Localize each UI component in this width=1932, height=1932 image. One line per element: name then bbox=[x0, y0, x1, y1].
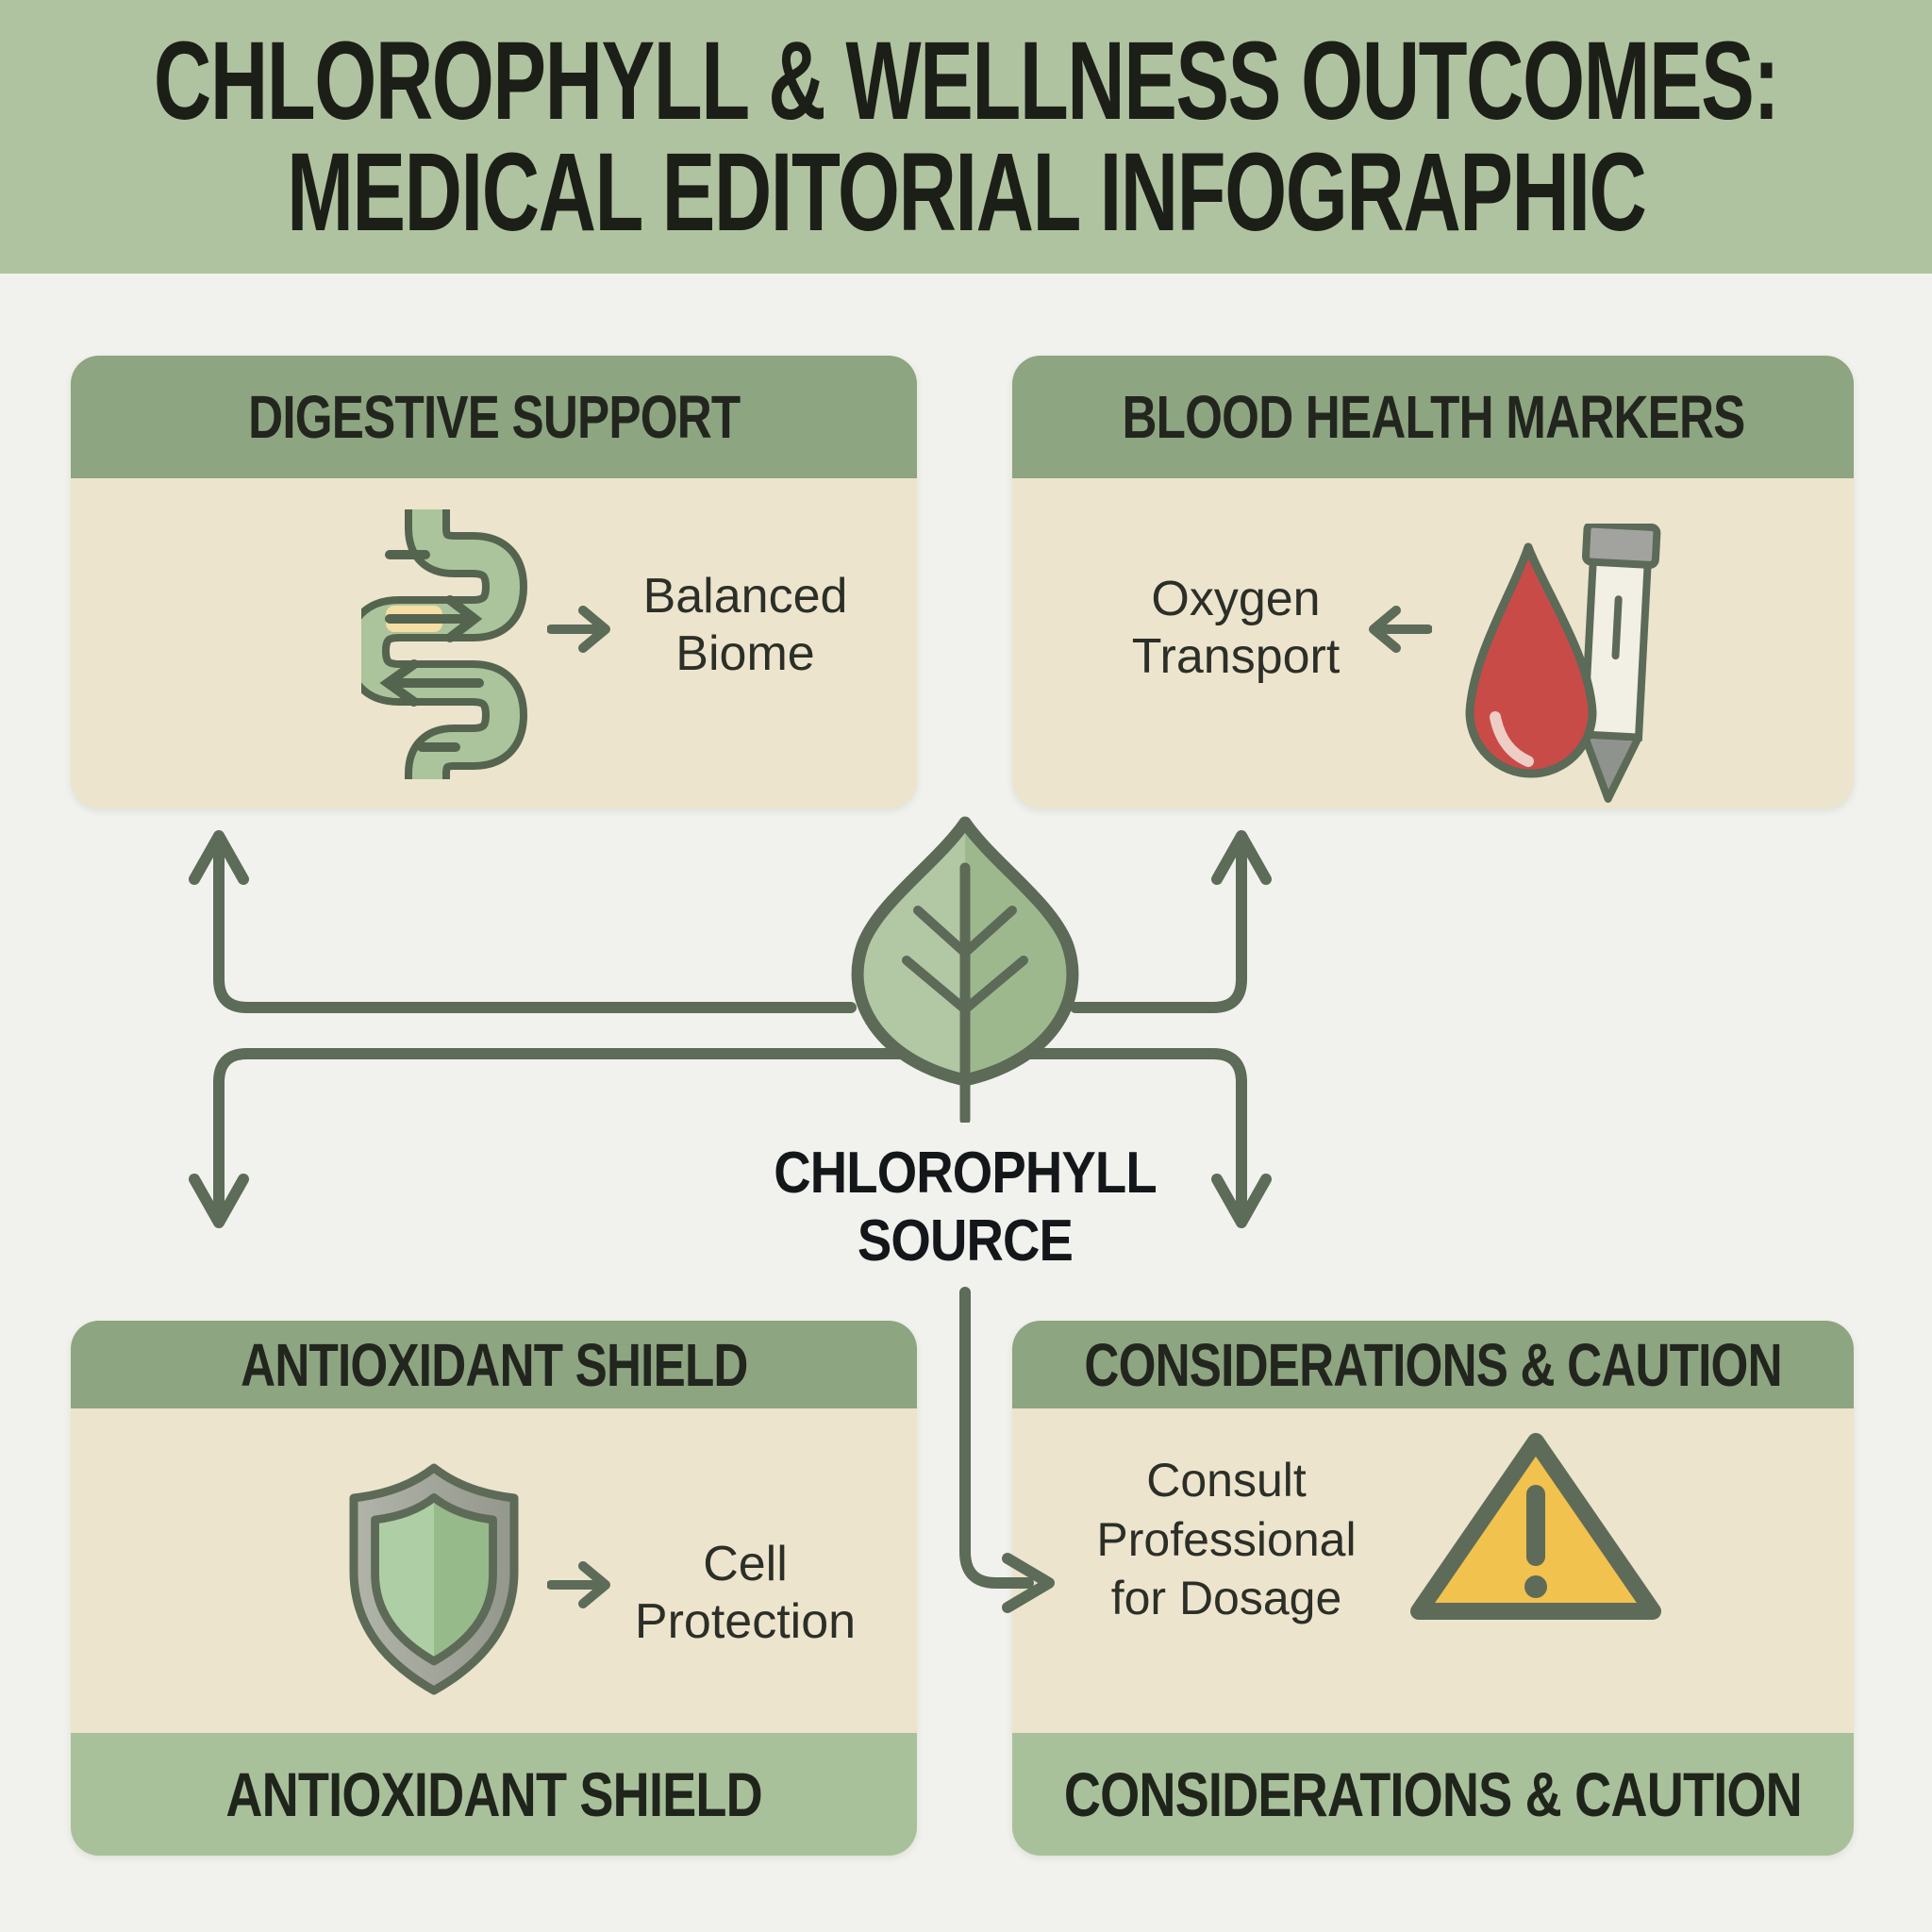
card-considerations-caution: CONSIDERATIONS & CAUTION Consult Profess… bbox=[1012, 1321, 1854, 1856]
card-header-label: CONSIDERATIONS & CAUTION bbox=[1084, 1330, 1782, 1399]
page-title-line1: CHLOROPHYLL & WELLNESS OUTCOMES: bbox=[153, 19, 1780, 143]
card-footer-label: CONSIDERATIONS & CAUTION bbox=[1063, 1759, 1803, 1829]
title-banner: CHLOROPHYLL & WELLNESS OUTCOMES: MEDICAL… bbox=[0, 0, 1932, 274]
outcome-label-caution: Consult Professional for Dosage bbox=[1096, 1454, 1357, 1624]
outcome-label-digestive: Balanced Biome bbox=[642, 569, 848, 682]
right-arrow-icon bbox=[547, 606, 610, 653]
up-arrowhead-icon bbox=[1211, 830, 1272, 885]
card-blood-health-markers: BLOOD HEALTH MARKERS Oxygen Transport bbox=[1012, 356, 1854, 808]
blood-drop-icon bbox=[1465, 542, 1597, 778]
blood-drop-test-tube-icon bbox=[1465, 524, 1661, 803]
card-digestive-support: DIGESTIVE SUPPORT Balanced Biome bbox=[71, 356, 917, 808]
card-header-label: BLOOD HEALTH MARKERS bbox=[1122, 383, 1745, 451]
leaf-icon bbox=[851, 816, 1079, 1125]
warning-triangle-icon bbox=[1410, 1433, 1661, 1620]
outcome-label-blood: Oxygen Transport bbox=[1131, 572, 1341, 685]
outcome-label-antioxidant: Cell Protection bbox=[634, 1537, 857, 1650]
down-arrowhead-icon bbox=[189, 1174, 249, 1228]
chlorophyll-source-node bbox=[824, 811, 1107, 1127]
connector-to-digestive bbox=[213, 841, 857, 1013]
page-title-line2: MEDICAL EDITORIAL INFOGRAPHIC bbox=[286, 130, 1647, 255]
test-tube-icon bbox=[1579, 524, 1661, 803]
card-header-antioxidant: ANTIOXIDANT SHIELD bbox=[71, 1321, 917, 1408]
card-header-digestive: DIGESTIVE SUPPORT bbox=[71, 356, 917, 478]
card-header-blood: BLOOD HEALTH MARKERS bbox=[1012, 356, 1854, 478]
up-arrowhead-icon bbox=[189, 830, 249, 885]
backward-arrow-icon bbox=[379, 659, 484, 707]
chlorophyll-source-label: CHLOROPHYLL SOURCE bbox=[774, 1141, 1157, 1274]
card-antioxidant-shield: ANTIOXIDANT SHIELD Cell Protection AN bbox=[71, 1321, 917, 1856]
card-header-label: ANTIOXIDANT SHIELD bbox=[240, 1330, 748, 1399]
card-footer-label: ANTIOXIDANT SHIELD bbox=[225, 1759, 762, 1829]
card-footer-caution: CONSIDERATIONS & CAUTION bbox=[1012, 1733, 1854, 1856]
shield-icon bbox=[349, 1463, 519, 1695]
card-header-caution: CONSIDERATIONS & CAUTION bbox=[1012, 1321, 1854, 1408]
right-arrow-icon bbox=[547, 1561, 610, 1608]
intestine-icon bbox=[361, 508, 527, 781]
left-arrow-icon bbox=[1369, 606, 1432, 653]
down-arrowhead-icon bbox=[1211, 1174, 1272, 1228]
card-header-label: DIGESTIVE SUPPORT bbox=[247, 383, 741, 451]
card-footer-antioxidant: ANTIOXIDANT SHIELD bbox=[71, 1733, 917, 1856]
forward-arrow-icon bbox=[385, 595, 483, 642]
